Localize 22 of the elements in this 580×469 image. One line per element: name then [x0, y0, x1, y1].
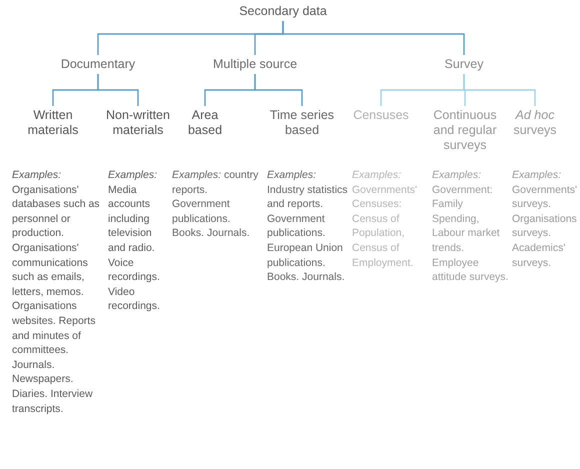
category-label: Survey	[434, 57, 494, 72]
examples-text: Examples: Governments' surveys. Organisations surveys. Academics' surveys.	[512, 168, 578, 270]
examples-text: Examples: Media accounts including television and radio. Voice recordings. Video recordings.	[108, 168, 161, 314]
examples-text: Examples: Government: Family Spending, Labour market trends. Employee attitude surveys.	[432, 168, 510, 285]
examples-text: Examples: Organisations' databases such as personnel or production. Organisations' communications such as emails, letters, memos. Organisations websites. Reports and minutes of committees. Journals. Newspapers. Diaries. Interview transcripts.	[12, 168, 101, 416]
tree-connector	[97, 74, 139, 106]
examples-text: Examples: country reports. Government publications. Books. Journals.	[172, 168, 260, 241]
category-label: Documentary	[48, 57, 148, 72]
category-label: Censuses	[346, 108, 416, 123]
examples-text: Examples: Industry statistics and reports. Government publications. European Union publications. Books. Journals.	[267, 168, 349, 285]
category-label: Secondary data	[223, 4, 343, 19]
category-label: Non-written materials	[98, 108, 178, 158]
category-label: Area based	[180, 108, 230, 158]
category-label: Continuous and regular surveys	[425, 108, 505, 158]
tree-connector	[282, 21, 465, 55]
category-label: Multiple source	[200, 57, 310, 72]
category-label: Written materials	[18, 108, 88, 158]
tree-connector	[254, 74, 303, 106]
tree-connector	[463, 74, 536, 106]
category-label: Ad hoc surveys	[505, 108, 565, 158]
examples-text: Examples: Governments' Censuses: Census of Population, Census of Employment.	[352, 168, 418, 270]
category-label: Time series based	[262, 108, 342, 158]
